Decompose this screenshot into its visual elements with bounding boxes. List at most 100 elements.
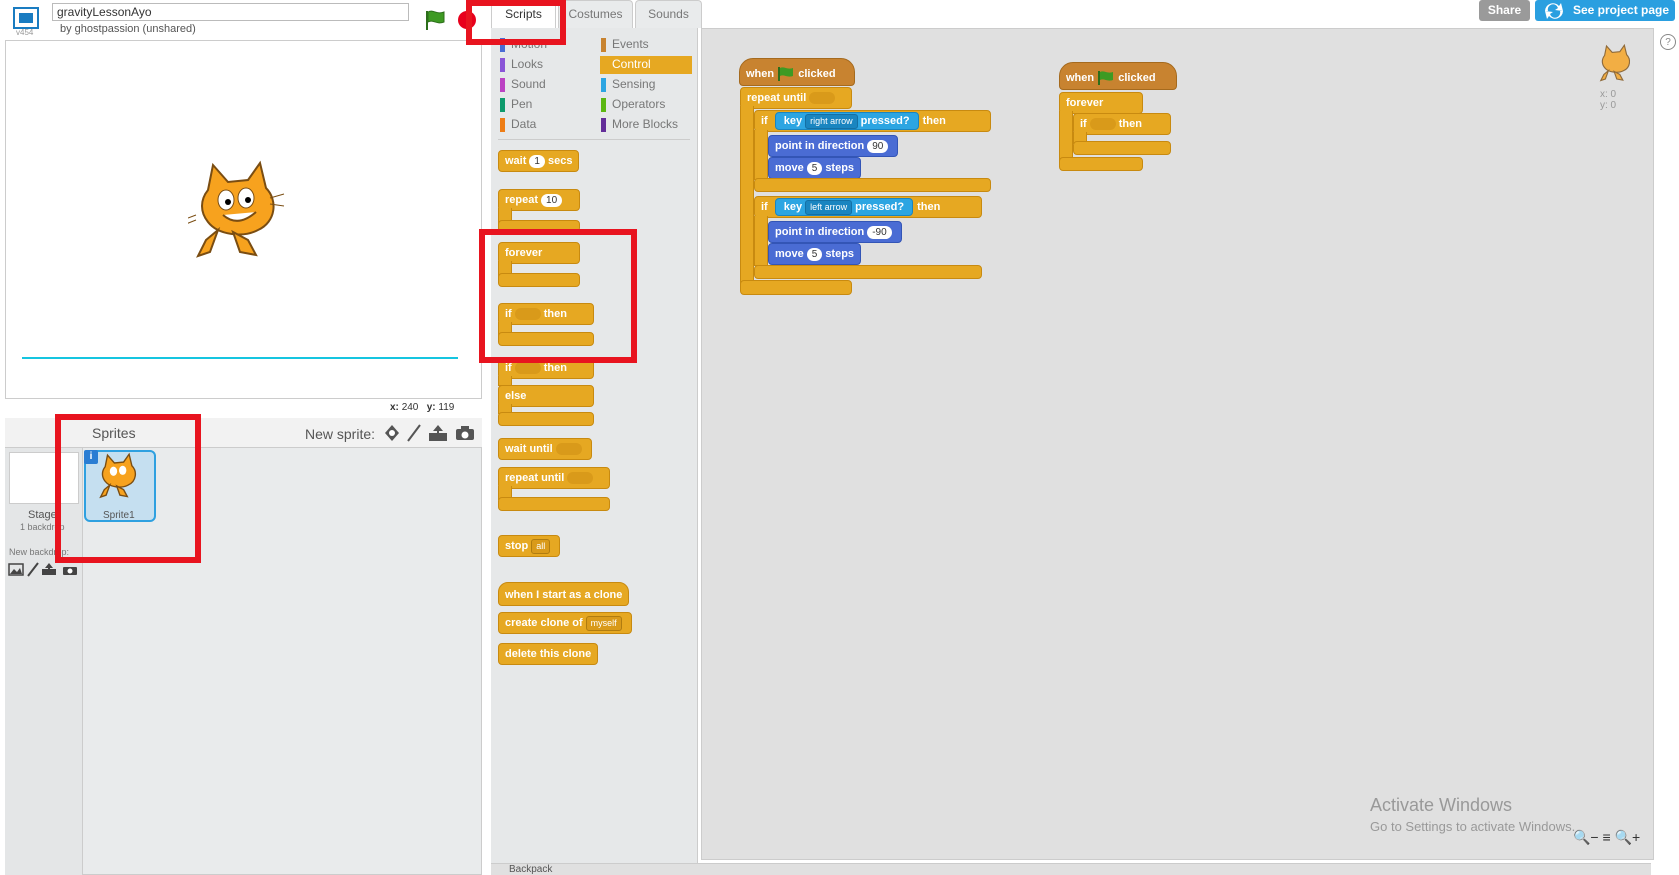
text: forever — [505, 247, 543, 259]
category-sensing-label: Sensing — [612, 77, 656, 91]
cat-sprite-image[interactable] — [185, 160, 288, 268]
backdrop-count: 1 backdrop — [20, 522, 65, 532]
tab-costumes[interactable]: Costumes — [558, 0, 633, 28]
condition-slot[interactable] — [555, 443, 582, 456]
tab-sounds[interactable]: Sounds — [635, 0, 702, 28]
cat-icon — [96, 452, 142, 505]
text: if — [505, 308, 512, 320]
text: pressed? — [860, 115, 910, 127]
palette-if-else-foot — [498, 412, 594, 426]
category-control-highlight — [600, 56, 692, 74]
palette-wait-until-block[interactable]: wait until — [498, 438, 592, 460]
category-data-label: Data — [511, 117, 537, 131]
backdrop-upload-icon[interactable] — [41, 562, 57, 579]
camera-icon[interactable] — [455, 425, 475, 444]
script1-repeat-until[interactable]: repeat until — [740, 87, 852, 109]
upload-icon[interactable] — [428, 424, 448, 445]
backdrop-brush-icon[interactable] — [27, 562, 39, 580]
palette-repeat-until-block[interactable]: repeat until — [498, 467, 610, 489]
stage-column — [5, 448, 83, 875]
backpack-bar[interactable]: Backpack — [491, 863, 1651, 875]
text: then — [922, 115, 946, 127]
category-more-blocks[interactable]: More Blocks — [601, 117, 678, 132]
see-project-page-button[interactable]: See project page — [1535, 0, 1675, 21]
zoom-in-icon[interactable]: 🔍+ — [1614, 829, 1641, 845]
backdrop-camera-icon[interactable] — [62, 564, 78, 579]
category-data[interactable]: Data — [500, 117, 536, 132]
version-label: v454 — [16, 28, 34, 37]
condition-slot[interactable] — [567, 472, 594, 485]
text: repeat until — [505, 472, 565, 484]
script1-if-right-arm — [754, 130, 768, 180]
repeat-input[interactable]: 10 — [541, 194, 563, 207]
green-flag-icon[interactable] — [424, 9, 446, 34]
info-icon[interactable]: i — [84, 450, 98, 464]
script1-when-flag-hat[interactable]: when clicked — [739, 58, 855, 86]
sprites-title: Sprites — [92, 425, 136, 441]
brush-icon[interactable] — [406, 424, 422, 445]
palette-when-clone-block[interactable]: when I start as a clone — [498, 582, 630, 606]
steps-input[interactable]: 5 — [806, 162, 823, 175]
category-events[interactable]: Events — [601, 37, 649, 52]
text: point in direction — [775, 140, 865, 152]
script1-if-left-arm — [754, 216, 768, 266]
category-looks[interactable]: Looks — [500, 57, 543, 72]
text: repeat until — [747, 92, 807, 104]
direction-input[interactable]: -90 — [867, 226, 892, 239]
fullscreen-icon[interactable] — [12, 6, 40, 30]
y-label: y: 0 — [1600, 100, 1617, 111]
clone-dropdown[interactable]: myself — [585, 616, 622, 631]
category-operators[interactable]: Operators — [601, 97, 665, 112]
category-control[interactable]: Control — [601, 57, 651, 72]
steps-input[interactable]: 5 — [806, 248, 823, 261]
zoom-out-icon[interactable]: 🔍− — [1573, 829, 1599, 845]
condition-slot[interactable] — [514, 362, 541, 375]
stop-dropdown[interactable]: all — [531, 539, 551, 554]
key-dropdown[interactable]: left arrow — [805, 200, 853, 215]
condition-slot[interactable] — [514, 308, 541, 321]
share-button[interactable]: Share — [1479, 0, 1530, 21]
point-direction-neg90[interactable]: point in direction-90 — [768, 221, 902, 243]
key-dropdown[interactable]: right arrow — [805, 114, 858, 129]
y-label: y: — [426, 402, 436, 413]
project-byline: by ghostpassion (unshared) — [60, 23, 196, 35]
zoom-reset-icon[interactable]: ≡ — [1602, 829, 1611, 845]
palette-delete-clone-block[interactable]: delete this clone — [498, 643, 599, 665]
direction-input[interactable]: 90 — [867, 140, 889, 153]
stage-thumbnail[interactable] — [9, 452, 79, 504]
backdrop-paint-icon[interactable] — [8, 563, 24, 579]
condition-slot[interactable] — [1089, 118, 1116, 131]
text: else — [505, 390, 527, 402]
stage-label: Stage — [28, 509, 57, 521]
help-icon[interactable]: ? — [1660, 34, 1676, 50]
category-sensing[interactable]: Sensing — [601, 77, 655, 92]
project-title-input[interactable]: gravityLessonAyo — [52, 3, 409, 21]
x-value: 240 — [401, 402, 419, 413]
category-pen[interactable]: Pen — [500, 97, 532, 112]
category-sound[interactable]: Sound — [500, 77, 546, 92]
wait-input[interactable]: 1 — [529, 155, 545, 168]
palette-forever-block[interactable]: forever — [498, 242, 580, 264]
paint-icon[interactable] — [383, 424, 401, 445]
new-sprite-label: New sprite: — [305, 426, 376, 442]
palette-if-foot — [498, 332, 594, 346]
condition-slot[interactable] — [809, 92, 836, 105]
activate-windows-subtitle: Go to Settings to activate Windows. — [1370, 819, 1576, 834]
palette-repeat-until-foot — [498, 497, 610, 511]
x-label: x: — [390, 402, 399, 413]
script2-when-flag-hat[interactable]: when clicked — [1059, 62, 1177, 90]
